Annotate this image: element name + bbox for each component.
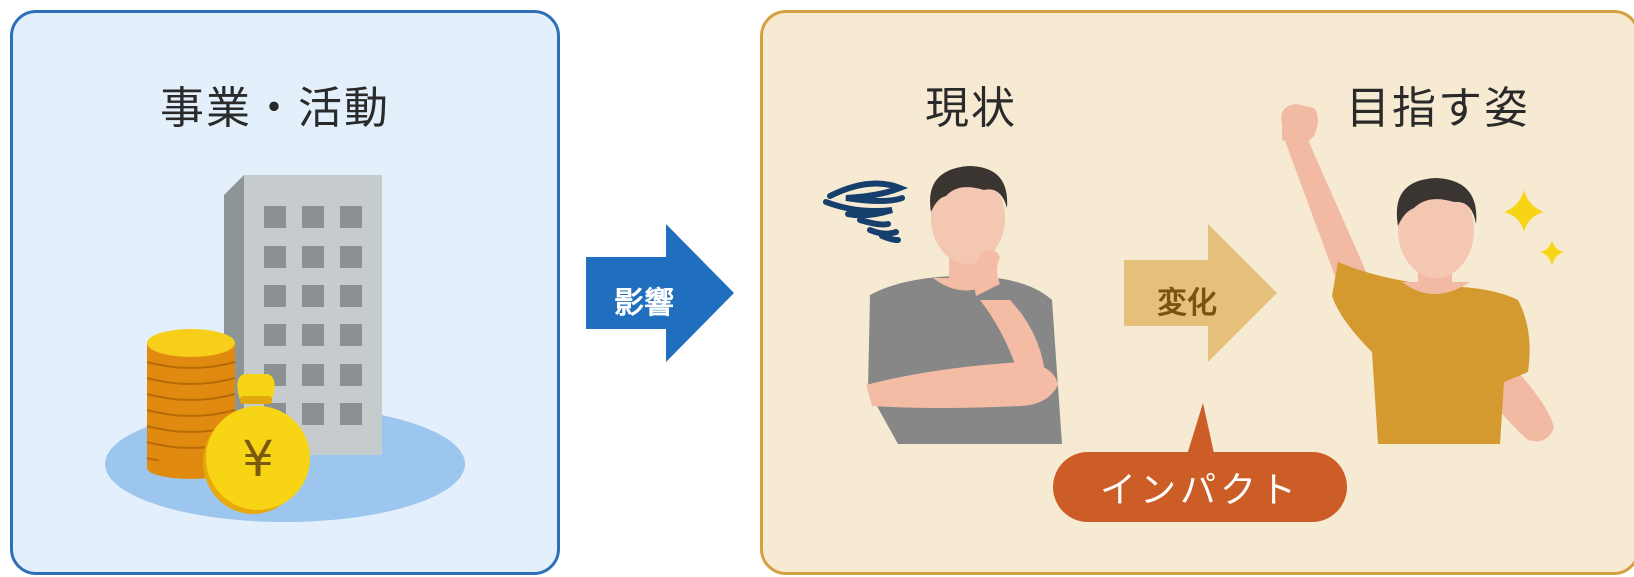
influence-arrow — [586, 224, 734, 362]
yen-money-bag-icon — [203, 374, 310, 514]
current-state-title: 現状 — [925, 83, 1017, 134]
impact-badge: インパクト — [1053, 452, 1347, 522]
yen-symbol: ¥ — [242, 430, 274, 488]
cheering-man-icon — [1281, 104, 1554, 444]
change-label: 変化 — [1157, 286, 1217, 321]
impact-label: インパクト — [1099, 470, 1300, 511]
confusion-scribble-icon — [823, 180, 909, 243]
goal-state-title: 目指す姿 — [1346, 83, 1530, 134]
change-arrow — [1124, 224, 1277, 362]
impact-callout-pointer — [1186, 403, 1215, 458]
thinking-man-icon — [866, 166, 1062, 444]
influence-label: 影響 — [614, 286, 674, 321]
business-activity-title: 事業・活動 — [160, 83, 390, 134]
sparkle-icon — [1504, 190, 1564, 266]
